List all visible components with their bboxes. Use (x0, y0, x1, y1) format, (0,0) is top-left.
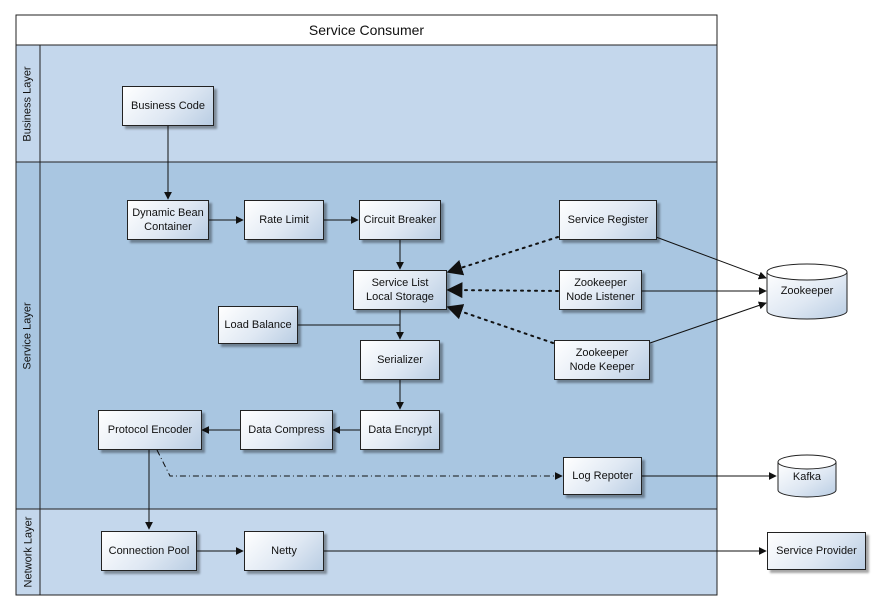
dotted-edges (446, 236, 559, 344)
zookeeper-node-listener-node[interactable]: Zookeeper Node Listener (559, 270, 642, 310)
load-balance-node[interactable]: Load Balance (218, 306, 298, 344)
protocol-encoder-node[interactable]: Protocol Encoder (98, 410, 202, 450)
zookeeper-node-keeper-node[interactable]: Zookeeper Node Keeper (554, 340, 650, 380)
data-encrypt-node[interactable]: Data Encrypt (360, 410, 440, 450)
serializer-node[interactable]: Serializer (360, 340, 440, 380)
circuit-breaker-node[interactable]: Circuit Breaker (359, 200, 441, 240)
service-register-node[interactable]: Service Register (559, 200, 657, 240)
network-layer-label: Network Layer (22, 516, 35, 588)
kafka-label: Kafka (792, 471, 822, 483)
business-layer-label: Business Layer (22, 65, 34, 142)
connection-pool-node[interactable]: Connection Pool (101, 531, 197, 571)
pool-header (15, 14, 718, 46)
zookeeper-label: Zookeeper (780, 285, 834, 297)
data-compress-node[interactable]: Data Compress (240, 410, 333, 450)
service-provider-node[interactable]: Service Provider (767, 532, 866, 570)
kafka-db (777, 454, 837, 498)
edge-keeper-to-zookeeper (649, 301, 767, 344)
edge-register-to-zookeeper (655, 236, 767, 280)
rate-limit-node[interactable]: Rate Limit (244, 200, 324, 240)
dynamic-bean-container-node[interactable]: Dynamic Bean Container (127, 200, 209, 240)
zookeeper-db (766, 263, 848, 320)
edge-encoder-to-logreporter (156, 449, 563, 480)
edge-listener-to-list (446, 282, 559, 299)
edge-keeper-to-list (446, 304, 554, 344)
business-code-node[interactable]: Business Code (122, 86, 214, 126)
log-reporter-node[interactable]: Log Repoter (563, 457, 642, 495)
diagram-title: Service Consumer (308, 22, 425, 38)
edges (145, 126, 777, 555)
edge-register-to-list (446, 236, 559, 276)
netty-node[interactable]: Netty (244, 531, 324, 571)
service-list-local-storage-node[interactable]: Service List Local Storage (353, 270, 447, 310)
service-layer-label: Service Layer (22, 301, 35, 370)
